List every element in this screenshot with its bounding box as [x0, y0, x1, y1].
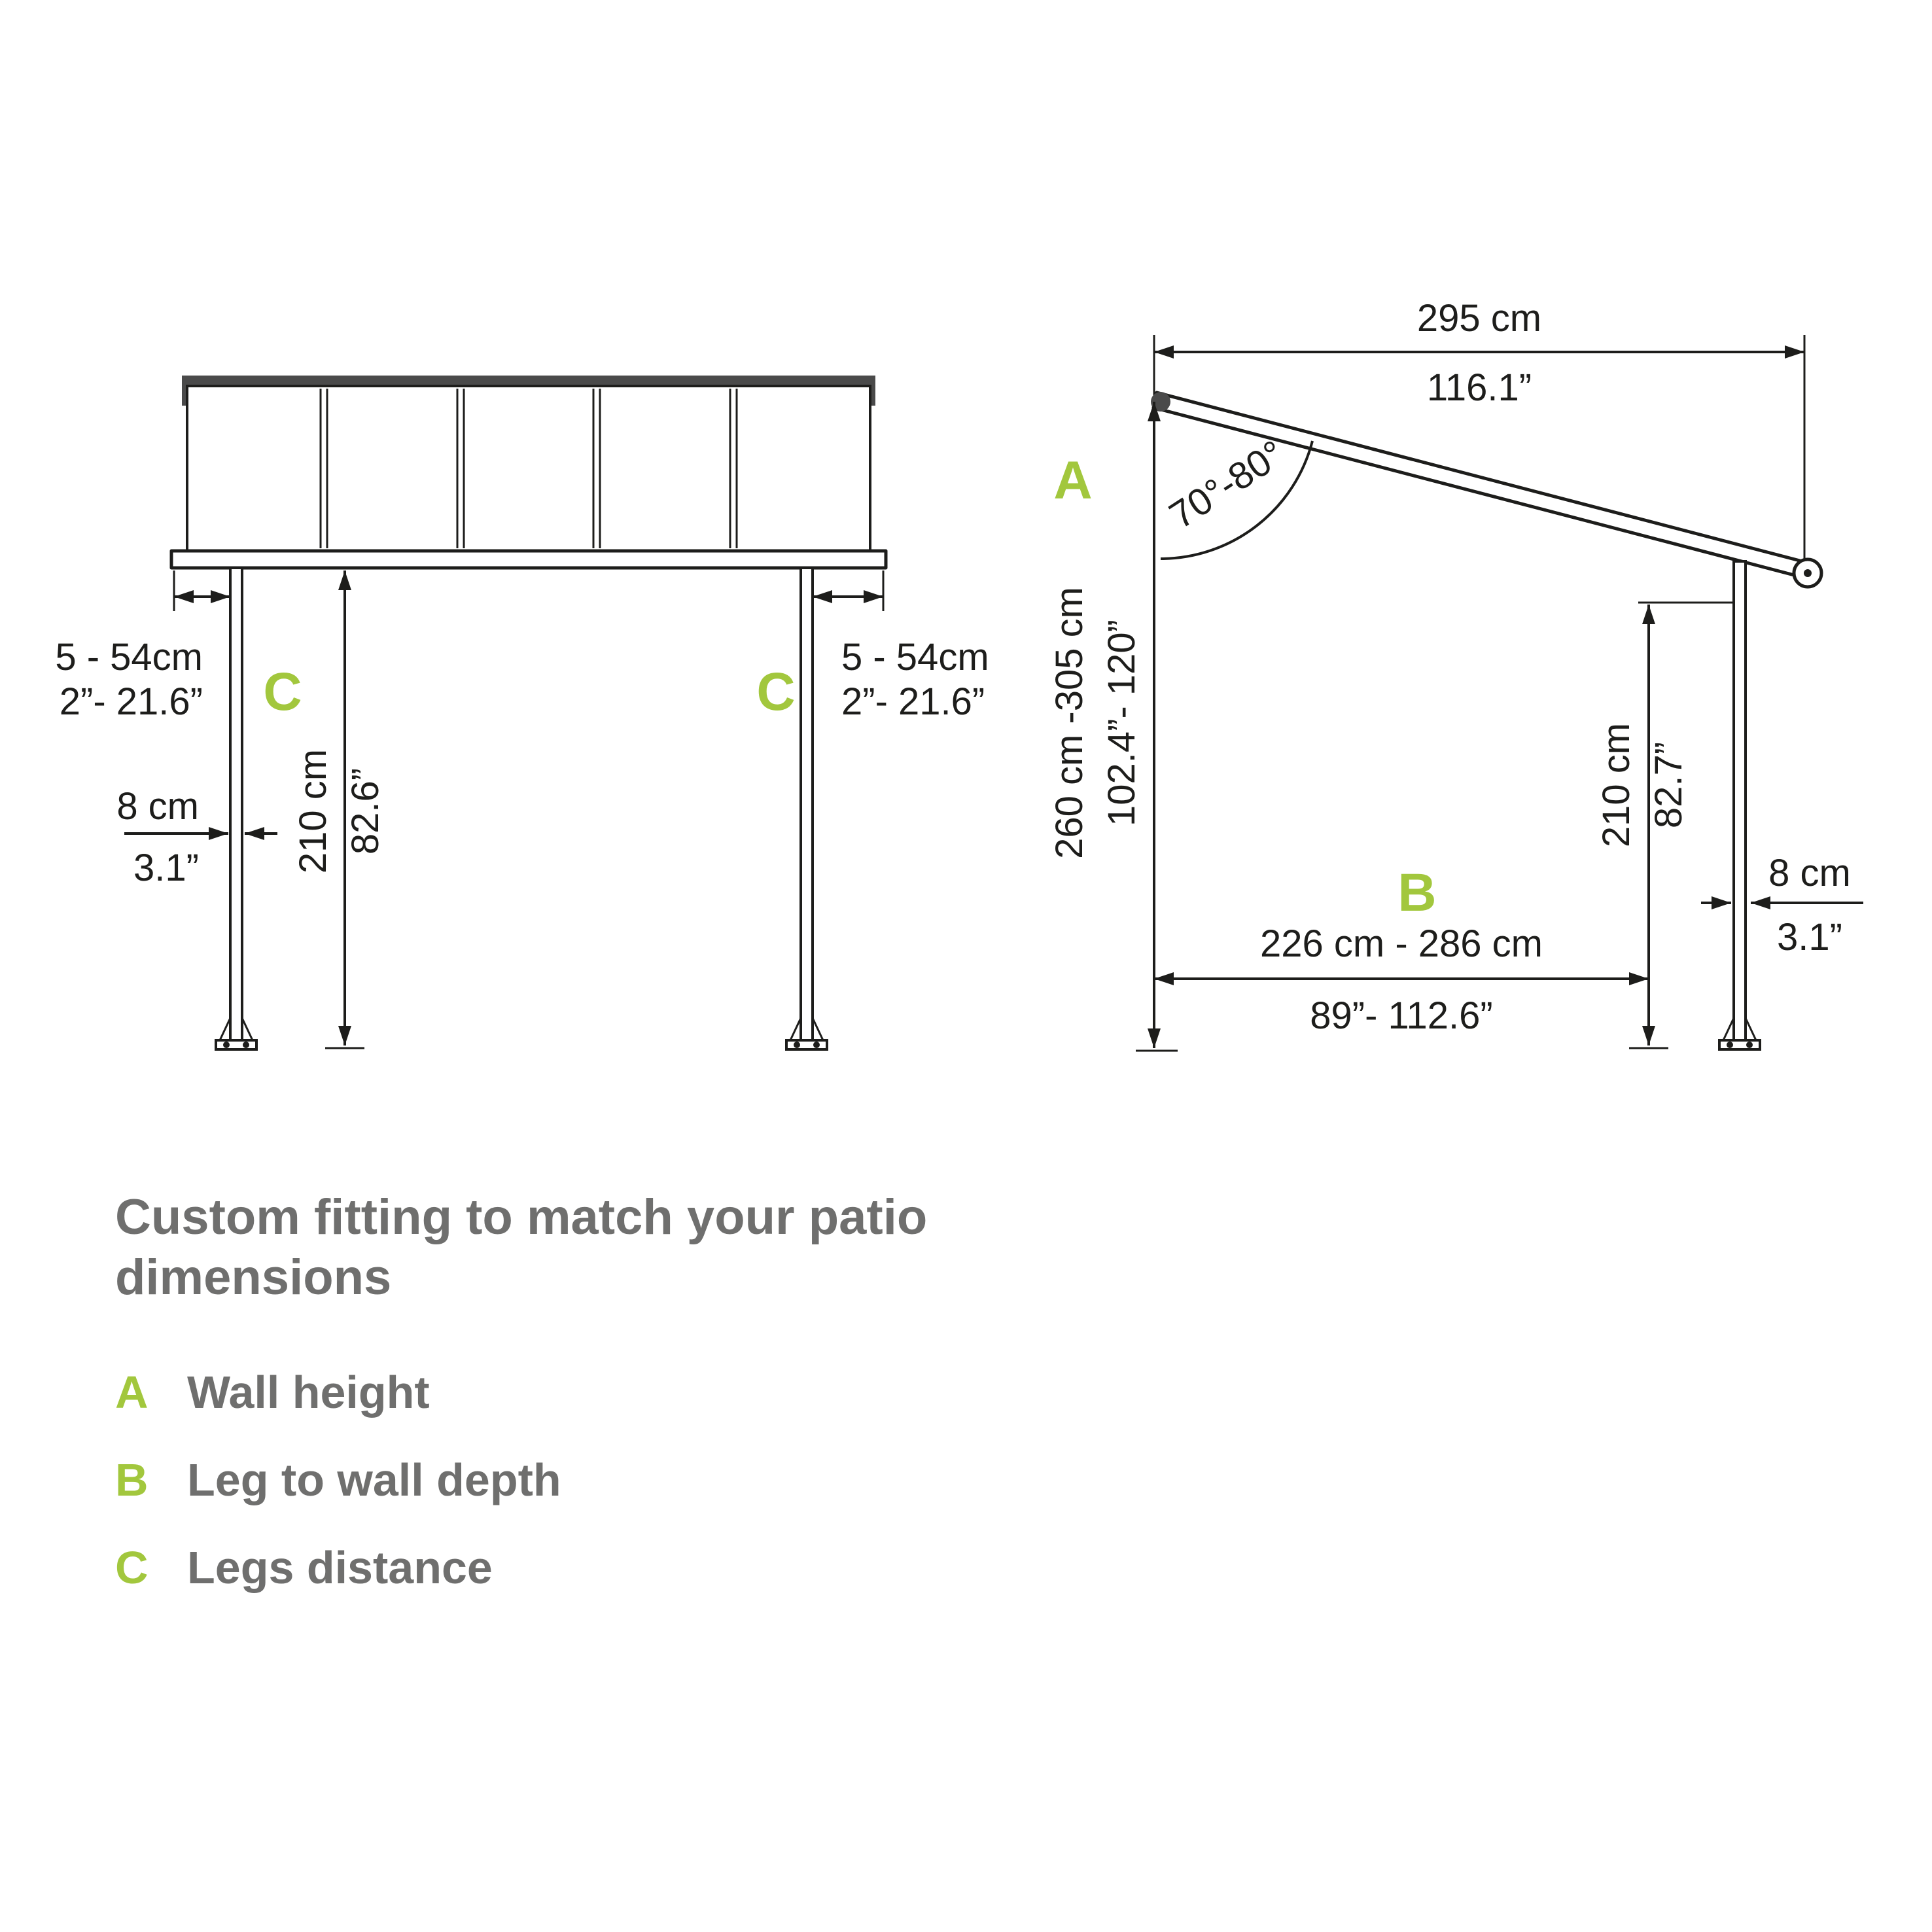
side-view: 295 cm 116.1” 70°-80° A 260 cm -305 cm 1… [1048, 297, 1863, 1052]
wall-height-in: 102.4”- 120” [1100, 620, 1143, 826]
right-offset-dimension [813, 571, 885, 611]
depth-in: 89”- 112.6” [1310, 994, 1492, 1037]
front-left-offset-cm: 5 - 54cm [55, 636, 203, 678]
legend-label-b: Leg to wall depth [187, 1454, 561, 1505]
side-leg-width-in: 3.1” [1777, 916, 1842, 958]
left-offset-dimension [173, 571, 230, 611]
wall-height-letter: A [1053, 451, 1092, 510]
side-top-width-in: 116.1” [1427, 366, 1532, 409]
legend-item-a: A Wall height [115, 1367, 430, 1418]
legend-title-line2: dimensions [115, 1250, 391, 1305]
legend-key-b: B [115, 1454, 149, 1505]
front-leg-height-dimension [325, 571, 364, 1049]
front-right-offset-in: 2”- 21.6” [841, 680, 985, 723]
roof-panel [186, 385, 871, 552]
legend-item-b: B Leg to wall depth [115, 1454, 561, 1505]
legend-item-c: C Legs distance [115, 1542, 493, 1593]
roof-angle-label: 70°-80° [1162, 432, 1292, 537]
depth-letter: B [1397, 863, 1436, 922]
front-right-offset-cm: 5 - 54cm [841, 636, 989, 678]
legend-label-c: Legs distance [187, 1542, 493, 1593]
front-leg-width-in: 3.1” [133, 847, 199, 889]
legend-key-a: A [115, 1367, 149, 1418]
legend-title-line1: Custom fitting to match your patio [115, 1189, 927, 1245]
side-leg-height-in: 82.7” [1647, 742, 1690, 828]
roof-top-profile [182, 376, 875, 386]
wall-height-dimension [1136, 402, 1178, 1052]
front-leg-height-cm: 210 cm [292, 749, 334, 873]
gutter-center [1804, 569, 1812, 577]
depth-cm: 226 cm - 286 cm [1260, 922, 1543, 965]
front-leg-height-in: 82.6” [344, 768, 387, 854]
left-leg [215, 567, 258, 1051]
legend: Custom fitting to match your patio dimen… [115, 1189, 927, 1593]
right-foot-plate [785, 1039, 828, 1051]
legend-label-a: Wall height [187, 1367, 430, 1418]
roof-angle-arc [1160, 440, 1314, 560]
side-foot-plate [1718, 1039, 1761, 1051]
side-top-width-cm: 295 cm [1417, 297, 1541, 340]
side-leg-height-cm: 210 cm [1595, 723, 1638, 847]
legend-key-c: C [115, 1542, 149, 1593]
front-view: 5 - 54cm 2”- 21.6” C C 5 - 54cm 2”- 21.6… [55, 376, 989, 1051]
wall-height-cm: 260 cm -305 cm [1048, 587, 1091, 859]
left-foot-plate [215, 1039, 258, 1051]
front-leg-width-cm: 8 cm [116, 785, 199, 828]
right-leg [785, 567, 828, 1051]
front-right-leg-letter: C [756, 662, 795, 722]
side-top-width-dimension [1153, 335, 1806, 560]
front-left-leg-letter: C [263, 662, 302, 722]
side-leg [1718, 560, 1761, 1051]
roof-panel-dividers [319, 389, 738, 548]
side-leg-width-cm: 8 cm [1768, 852, 1851, 894]
support-beam [169, 549, 888, 570]
side-leg-height-dimension [1629, 601, 1732, 1049]
front-left-offset-in: 2”- 21.6” [60, 680, 203, 723]
